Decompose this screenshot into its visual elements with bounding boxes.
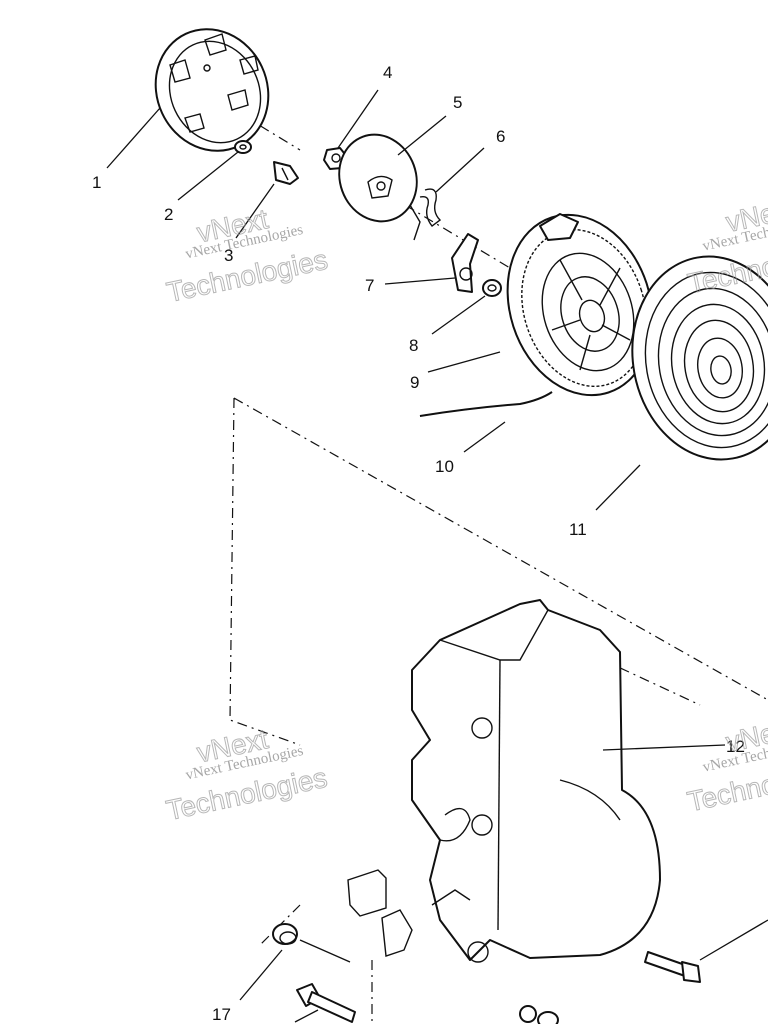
ratchet-pawl bbox=[451, 233, 479, 293]
watermark-lower-right: vNext vNext Technologies Technologies bbox=[684, 712, 768, 818]
plug-cap bbox=[272, 923, 298, 945]
washer bbox=[234, 140, 252, 154]
callout-1: 1 bbox=[92, 173, 101, 192]
callout-8: 8 bbox=[409, 336, 418, 355]
watermark-upper-right: vNext vNext Technologies Technologies bbox=[685, 192, 768, 300]
starter-rope bbox=[419, 391, 553, 417]
watermark-upper-left: vNext vNext Technologies Technologies bbox=[163, 203, 330, 309]
pawl-spring bbox=[482, 279, 502, 297]
callout-6: 6 bbox=[496, 127, 505, 146]
callout-5: 5 bbox=[453, 93, 462, 112]
mounting-bracket bbox=[347, 869, 413, 1024]
spring-clip bbox=[409, 188, 442, 241]
bottom-washers bbox=[519, 1005, 559, 1024]
friction-plate bbox=[338, 133, 418, 223]
callout-11: 11 bbox=[569, 520, 587, 539]
callout-12: 12 bbox=[726, 737, 745, 756]
callout-numbers: 1 2 3 4 5 6 7 8 9 10 11 12 17 bbox=[92, 63, 745, 1024]
callout-17: 17 bbox=[212, 1005, 231, 1024]
starter-housing bbox=[411, 599, 661, 963]
callout-2: 2 bbox=[164, 205, 173, 224]
long-bolt bbox=[296, 983, 356, 1023]
callout-10: 10 bbox=[435, 457, 454, 476]
leader-lines bbox=[106, 89, 768, 1023]
starter-cup bbox=[154, 28, 270, 152]
bolt-small bbox=[273, 161, 299, 185]
recoil-spring bbox=[631, 255, 768, 461]
housing-bolt bbox=[644, 951, 701, 983]
watermark-lower-left: vNext vNext Technologies Technologies bbox=[163, 723, 330, 827]
callout-3: 3 bbox=[224, 246, 233, 265]
callout-4: 4 bbox=[383, 63, 392, 82]
rewind-reel bbox=[506, 213, 654, 397]
callout-7: 7 bbox=[365, 276, 374, 295]
callout-9: 9 bbox=[410, 373, 419, 392]
